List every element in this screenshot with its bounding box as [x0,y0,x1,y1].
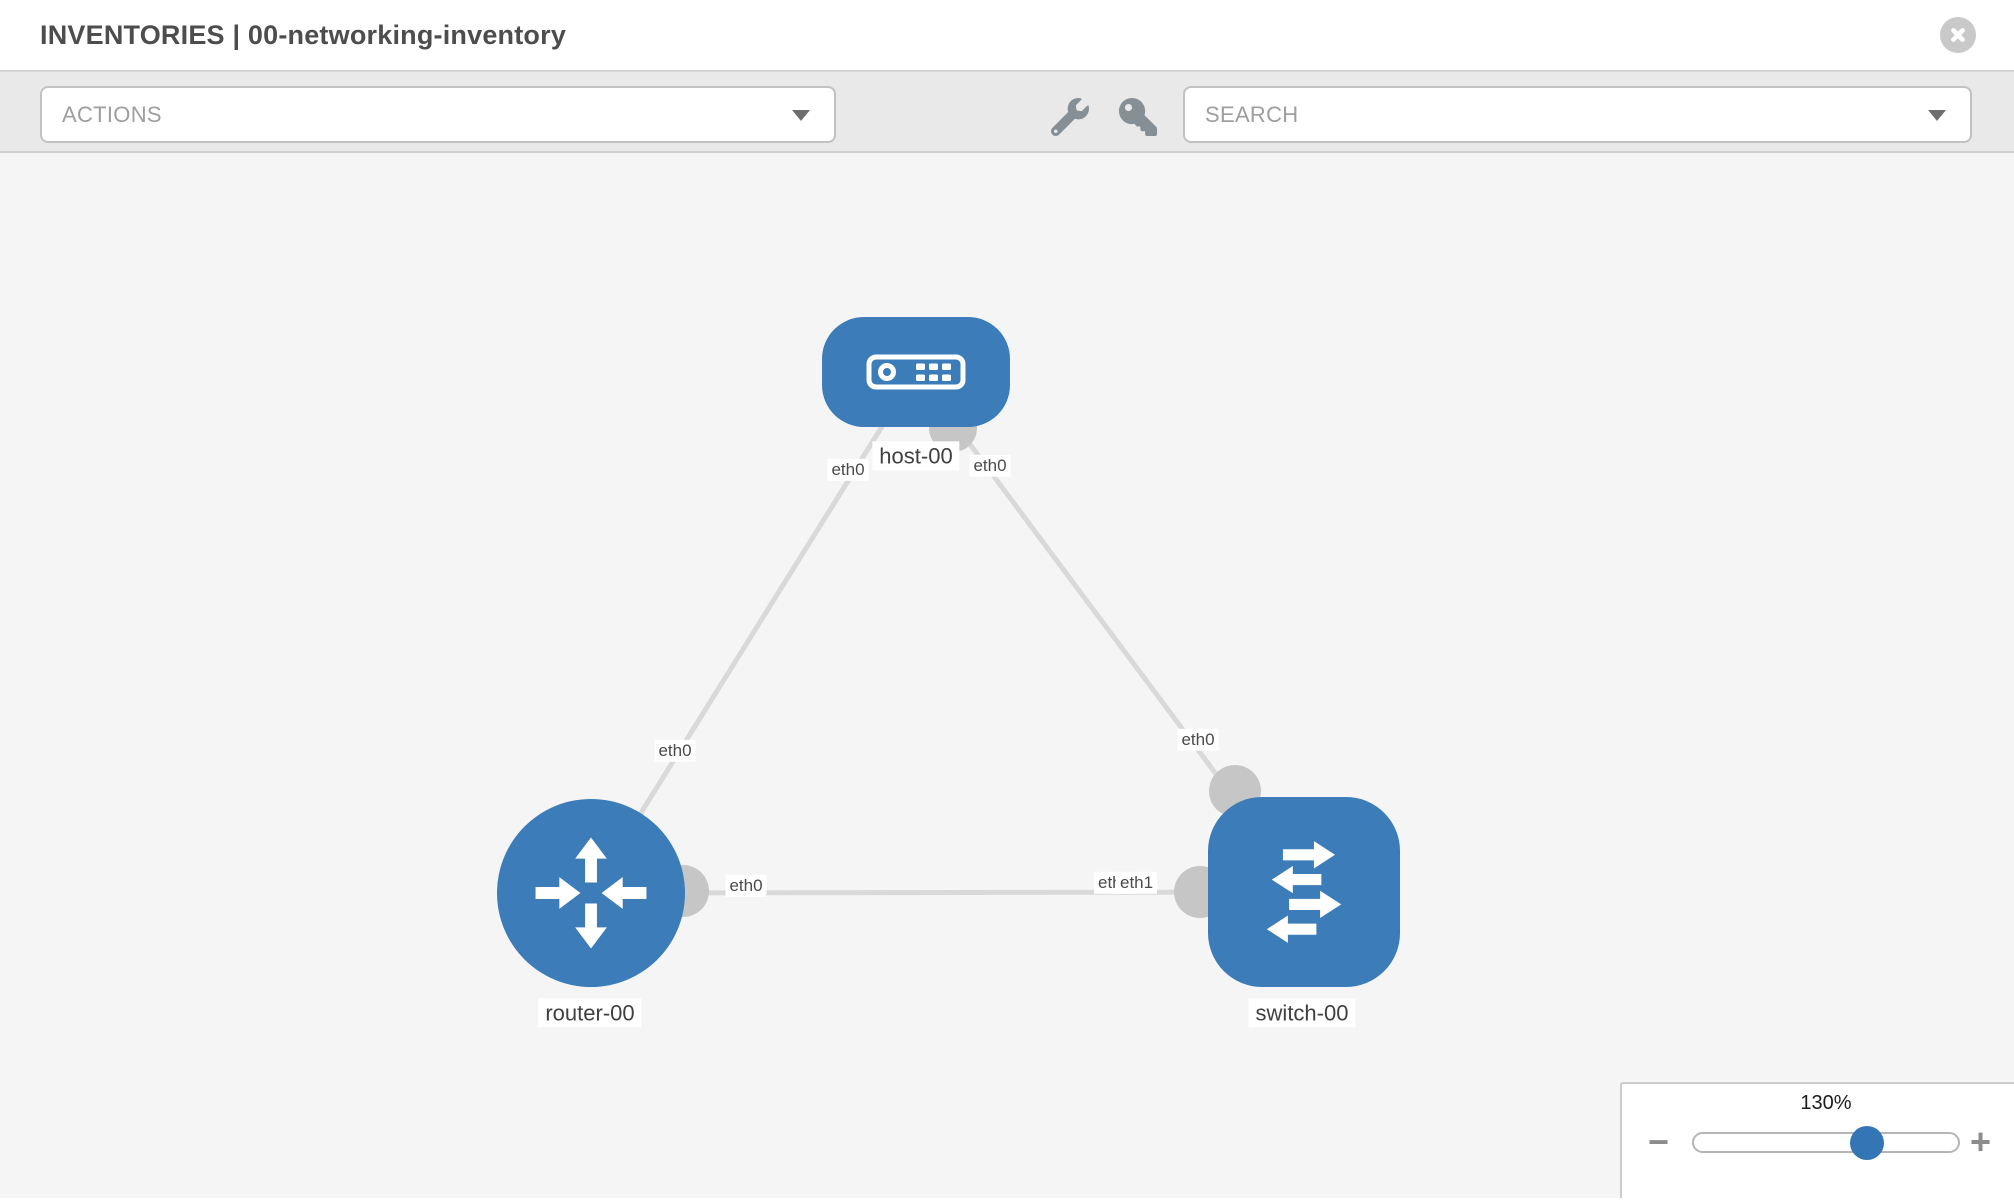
host-icon [866,354,966,390]
page-title: INVENTORIES | 00-networking-inventory [40,20,567,50]
node-host-00[interactable] [822,317,1010,427]
close-icon [1951,28,1965,42]
iface-label-router-right: eth0 [725,874,767,898]
iface-label-switch-top: eth0 [1177,728,1219,752]
zoom-percent-value: 130% [1800,1092,1852,1114]
actions-dropdown[interactable]: ACTIONS [40,86,836,143]
chevron-down-icon [1928,109,1946,121]
topology-canvas[interactable]: host-00 router-00 switch-00 eth0 eth0 et… [0,153,2014,1198]
zoom-slider-track[interactable] [1692,1126,1960,1160]
key-button[interactable] [1119,98,1157,136]
modal-header: INVENTORIES | 00-networking-inventory [0,0,2014,72]
key-icon [1119,98,1157,136]
node-label-router: router-00 [538,998,642,1028]
search-dropdown-label: SEARCH [1205,101,1299,127]
iface-label-host-right: eth0 [969,454,1011,478]
close-button[interactable] [1940,17,1976,53]
iface-label-router-top: eth0 [654,739,696,763]
node-router-00[interactable] [497,799,685,987]
topology-links-layer [588,370,1307,918]
zoom-out-button[interactable]: − [1648,1121,1670,1162]
wrench-icon [1050,98,1089,137]
switch-icon [1266,841,1342,943]
zoom-in-button[interactable]: + [1970,1121,1992,1162]
iface-label-host-left: eth0 [827,458,869,482]
node-label-switch: switch-00 [1248,998,1356,1028]
node-switch-00[interactable] [1208,797,1400,987]
iface-label-switch-left: eth1 [1116,871,1158,895]
zoom-control-panel: 130% − + [1620,1082,2014,1198]
toolbar: ACTIONS SEARCH [0,72,2014,153]
search-dropdown[interactable]: SEARCH [1183,86,1972,143]
zoom-slider-handle[interactable] [1850,1126,1884,1160]
actions-dropdown-label: ACTIONS [62,101,162,127]
chevron-down-icon [792,109,810,121]
router-icon [535,837,647,949]
node-label-host: host-00 [872,441,960,471]
wrench-button[interactable] [1050,98,1089,137]
